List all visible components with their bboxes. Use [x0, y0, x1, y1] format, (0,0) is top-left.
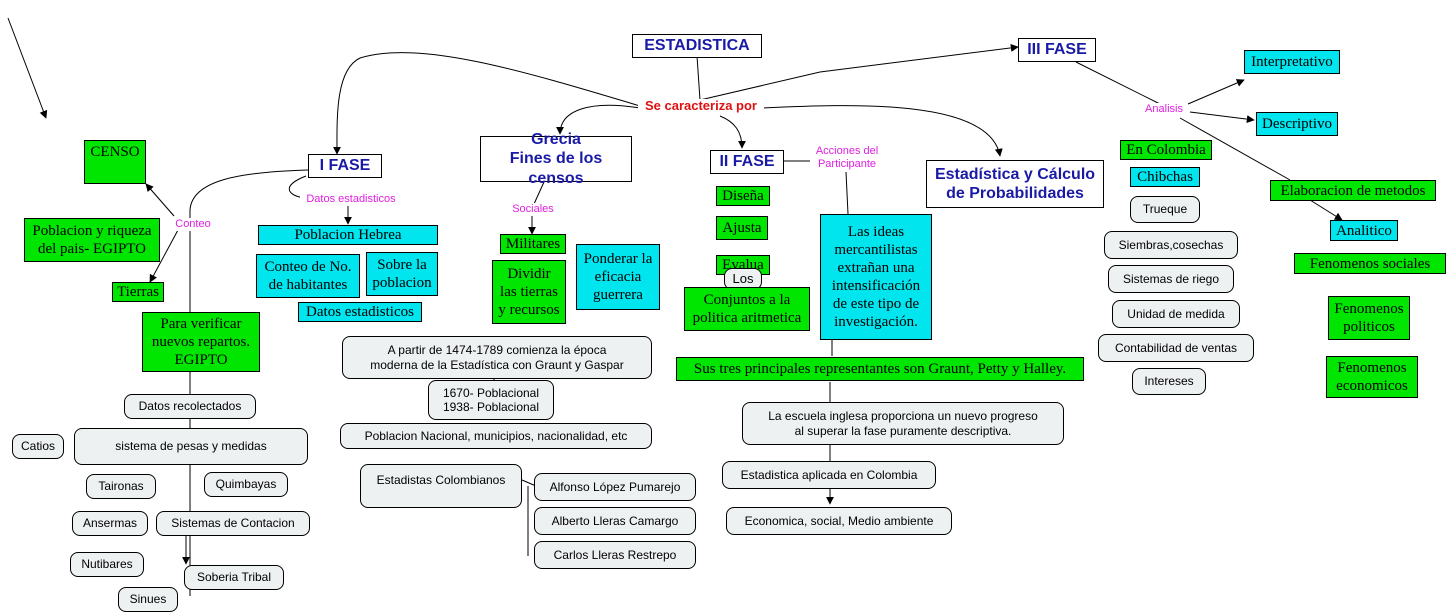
- node-pesas-medidas[interactable]: sistema de pesas y medidas: [74, 428, 308, 465]
- node-poblacion-hebrea[interactable]: Poblacion Hebrea: [258, 225, 438, 245]
- node-para-verificar[interactable]: Para verificar nuevos repartos. EGIPTO: [142, 312, 260, 372]
- node-descriptivo[interactable]: Descriptivo: [1256, 112, 1338, 136]
- node-elaboracion[interactable]: Elaboracion de metodos: [1270, 180, 1436, 201]
- node-estad-aplicada[interactable]: Estadistica aplicada en Colombia: [722, 461, 936, 489]
- node-conjuntos[interactable]: Conjuntos a la politica aritmetica: [684, 287, 810, 331]
- link-grecia-sociales: [533, 181, 545, 205]
- node-fen-economicos[interactable]: Fenomenos economicos: [1326, 356, 1418, 398]
- node-intereses[interactable]: Intereses: [1132, 368, 1206, 395]
- link-conteo-censo: [145, 183, 175, 217]
- label-datos-estadisticos: Datos estadisticos: [300, 193, 402, 206]
- label-sociales: Sociales: [508, 203, 558, 216]
- link-analisis-interpretativo: [1187, 79, 1245, 105]
- node-grecia[interactable]: Grecia Fines de los censos: [480, 131, 632, 187]
- link-to-fase1: [332, 52, 641, 155]
- node-interpretativo[interactable]: Interpretativo: [1244, 50, 1340, 74]
- link-fase3-analisis: [1075, 61, 1161, 105]
- link-to-estad-calculo: [761, 105, 1003, 157]
- node-sinues[interactable]: Sinues: [118, 587, 178, 612]
- node-unidad[interactable]: Unidad de medida: [1112, 300, 1240, 328]
- node-tres-representantes[interactable]: Sus tres principales representantes son …: [676, 357, 1084, 381]
- node-tierras[interactable]: Tierras: [112, 282, 164, 302]
- node-poblacion-riqueza[interactable]: Poblacion y riqueza del pais- EGIPTO: [24, 218, 160, 262]
- link-estadistica-caracteriza: [696, 55, 701, 101]
- node-en-colombia[interactable]: En Colombia: [1120, 140, 1212, 160]
- node-fase1[interactable]: I FASE: [308, 154, 382, 178]
- node-dividir-tierras[interactable]: Dividir las tierras y recursos: [492, 260, 566, 324]
- node-escuela-inglesa[interactable]: La escuela inglesa proporciona un nuevo …: [742, 402, 1064, 445]
- node-poblacion-nacional[interactable]: Poblacion Nacional, municipios, nacional…: [340, 423, 652, 449]
- link-fase1-spine: [189, 169, 309, 596]
- node-catios[interactable]: Catios: [12, 434, 64, 459]
- link-to-fase2: [719, 115, 746, 149]
- node-chibchas[interactable]: Chibchas: [1130, 167, 1200, 187]
- node-ponderar[interactable]: Ponderar la eficacia guerrera: [576, 244, 660, 310]
- node-los[interactable]: Los: [724, 268, 762, 290]
- node-trueque[interactable]: Trueque: [1130, 196, 1200, 223]
- link-to-grecia: [556, 104, 641, 135]
- node-datos-recolectados[interactable]: Datos recolectados: [124, 394, 256, 419]
- node-fase3[interactable]: III FASE: [1018, 38, 1096, 62]
- node-poblacional[interactable]: 1670- Poblacional 1938- Poblacional: [428, 380, 554, 420]
- node-taironas[interactable]: Taironas: [86, 474, 156, 499]
- link-acciones-ideas: [845, 171, 849, 215]
- link-to-fase3: [699, 43, 1019, 101]
- node-fen-sociales[interactable]: Fenomenos sociales: [1294, 253, 1446, 274]
- node-carlos[interactable]: Carlos Lleras Restrepo: [534, 541, 696, 569]
- link-analisis-descriptivo: [1189, 111, 1255, 124]
- node-militares[interactable]: Militares: [500, 234, 566, 254]
- node-a-partir[interactable]: A partir de 1474-1789 comienza la época …: [342, 336, 652, 379]
- stray-arrow: [7, 17, 48, 119]
- node-soberia[interactable]: Soberia Tribal: [184, 565, 284, 590]
- label-analisis: Analisis: [1140, 103, 1188, 116]
- node-censo[interactable]: CENSO: [84, 140, 146, 184]
- node-datos-estadisticos[interactable]: Datos estadisticos: [298, 302, 422, 322]
- node-estadistas-colombianos[interactable]: Estadistas Colombianos: [360, 464, 522, 508]
- node-contacion[interactable]: Sistemas de Contacion: [156, 511, 310, 536]
- link-analisis-elaboracion: [1179, 117, 1291, 181]
- node-alfonso[interactable]: Alfonso López Pumarejo: [534, 473, 696, 501]
- node-conteo-habitantes[interactable]: Conteo de No. de habitantes: [256, 254, 360, 298]
- node-sobre-poblacion[interactable]: Sobre la poblacion: [366, 252, 438, 296]
- label-se-caracteriza: Se caracteriza por: [638, 98, 764, 114]
- node-alberto[interactable]: Alberto Lleras Camargo: [534, 507, 696, 535]
- node-nutibares[interactable]: Nutibares: [70, 552, 144, 577]
- node-fen-politicos[interactable]: Fenomenos politicos: [1328, 296, 1410, 340]
- node-riego[interactable]: Sistemas de riego: [1108, 265, 1234, 293]
- node-contabilidad[interactable]: Contabilidad de ventas: [1098, 334, 1254, 362]
- node-economica[interactable]: Economica, social, Medio ambiente: [726, 507, 952, 535]
- node-ideas-mercantilistas[interactable]: Las ideas mercantilistas extrañan una in…: [820, 214, 932, 340]
- link-elaboracion-analitico: [1309, 199, 1343, 221]
- node-ansermas[interactable]: Ansermas: [72, 511, 148, 536]
- node-quimbayas[interactable]: Quimbayas: [204, 472, 288, 497]
- link-conteo-tierras: [149, 229, 179, 283]
- node-estad-calculo[interactable]: Estadística y Cálculo de Probabilidades: [926, 160, 1104, 208]
- node-disena[interactable]: Diseña: [716, 186, 770, 206]
- label-acciones: Acciones del Participante: [810, 145, 884, 171]
- label-conteo: Conteo: [172, 218, 214, 231]
- link-estadistas-names: [521, 479, 537, 487]
- node-fase2[interactable]: II FASE: [710, 150, 784, 174]
- node-ajusta[interactable]: Ajusta: [716, 216, 768, 240]
- node-siembras[interactable]: Siembras,cosechas: [1104, 231, 1238, 259]
- node-analitico[interactable]: Analitico: [1330, 220, 1398, 241]
- node-estadistica[interactable]: ESTADISTICA: [632, 34, 762, 58]
